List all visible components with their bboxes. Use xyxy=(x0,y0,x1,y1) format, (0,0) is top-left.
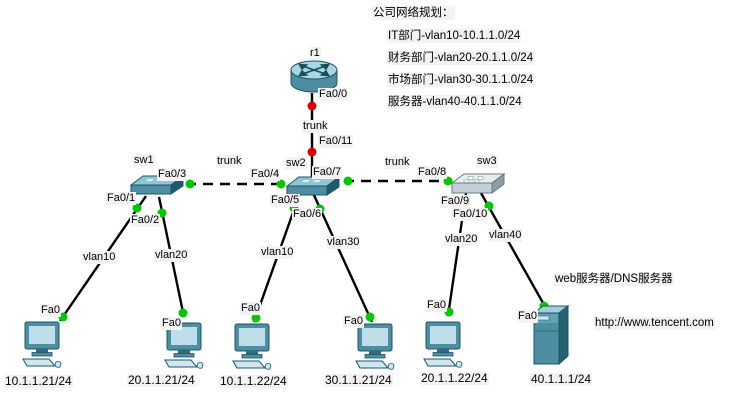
network-plan-note: 公司网络规划： IT部门-vlan10-10.1.1.0/24 财务部门-vla… xyxy=(372,6,535,117)
device-label-pc2: 20.1.1.21/24 xyxy=(127,373,196,387)
switch-icon xyxy=(285,176,341,196)
network-plan-title: 公司网络规划： xyxy=(372,6,455,20)
port-label-pc4-fa0: Fa0 xyxy=(343,315,364,328)
device-label-server: 40.1.1.1/24 xyxy=(530,372,593,386)
network-plan-line-market: 市场部门-vlan30-30.1.1.0/24 xyxy=(387,73,535,87)
pc-icon xyxy=(355,323,395,370)
device-pc5[interactable] xyxy=(421,321,467,374)
link-status-down-icon xyxy=(307,147,317,157)
device-r1[interactable] xyxy=(289,58,339,101)
link-label-vlan40-server: vlan40 xyxy=(488,229,523,242)
port-label-sw3-fa0-10: Fa0/10 xyxy=(452,208,489,221)
device-server[interactable] xyxy=(532,304,570,372)
link-label-vlan20-pc2: vlan20 xyxy=(154,249,189,262)
link-label-trunk-sw2-sw3: trunk xyxy=(384,156,411,169)
port-label-pc5-fa0: Fa0 xyxy=(426,299,447,312)
port-label-sw2-fa0-6: Fa0/6 xyxy=(292,208,323,221)
device-label-pc1: 10.1.1.21/24 xyxy=(4,374,73,388)
port-label-sw3-fa0-8: Fa0/8 xyxy=(417,166,448,179)
device-pc2[interactable] xyxy=(162,322,208,375)
port-label-sw3-fa0-9: Fa0/9 xyxy=(440,195,471,208)
port-label-pc2-fa0: Fa0 xyxy=(161,317,182,330)
port-label-pc3-fa0: Fa0 xyxy=(240,302,261,315)
link-label-vlan10-pc1: vlan10 xyxy=(82,251,117,264)
link-status-up-icon xyxy=(251,313,261,323)
server-caption: web服务器/DNS服务器 xyxy=(554,273,674,286)
port-label-sw2-fa0-11: Fa0/11 xyxy=(318,135,354,148)
link-label-vlan10-pc3: vlan10 xyxy=(260,246,295,259)
pc-icon xyxy=(423,321,463,368)
link-status-down-icon xyxy=(307,101,317,111)
device-label-sw2: sw2 xyxy=(285,157,307,170)
link-status-up-icon xyxy=(178,308,188,318)
port-label-sw2-fa0-7: Fa0/7 xyxy=(312,166,343,179)
link-status-up-icon xyxy=(185,179,195,189)
device-label-sw3: sw3 xyxy=(476,155,498,168)
port-label-server-fa0: Fa0 xyxy=(517,310,538,323)
server-url: http://www.tencent.com xyxy=(594,317,715,330)
link-status-up-icon xyxy=(276,179,286,189)
link-status-up-icon xyxy=(132,203,142,213)
device-label-pc5: 20.1.1.22/24 xyxy=(420,371,489,385)
link-label-trunk-r1-sw2: trunk xyxy=(302,120,329,133)
port-label-sw2-fa0-4: Fa0/4 xyxy=(250,168,281,181)
port-label-pc1-fa0: Fa0 xyxy=(40,304,61,317)
device-label-pc3: 10.1.1.22/24 xyxy=(219,374,288,388)
device-label-sw1: sw1 xyxy=(133,154,155,167)
device-sw3[interactable] xyxy=(450,170,506,201)
link-label-vlan20-pc5: vlan20 xyxy=(444,233,479,246)
link-sw3-server[interactable] xyxy=(479,192,549,311)
device-label-r1: r1 xyxy=(309,47,321,60)
device-pc4[interactable] xyxy=(353,323,399,376)
device-pc1[interactable] xyxy=(20,321,66,374)
port-label-sw1-fa0-2: Fa0/2 xyxy=(130,214,161,227)
port-label-r1-fa0-0: Fa0/0 xyxy=(318,88,349,101)
device-sw2[interactable] xyxy=(285,174,341,203)
network-plan-line-server: 服务器-vlan40-40.1.1.0/24 xyxy=(387,95,523,109)
network-plan-line-it: IT部门-vlan10-10.1.1.0/24 xyxy=(387,29,522,43)
device-pc3[interactable] xyxy=(230,323,276,376)
pc-icon xyxy=(232,323,272,370)
link-status-up-icon xyxy=(343,176,353,186)
device-label-pc4: 30.1.1.21/24 xyxy=(324,373,393,387)
port-label-sw2-fa0-5: Fa0/5 xyxy=(270,194,301,207)
link-status-up-icon xyxy=(365,312,375,322)
pc-icon xyxy=(22,321,62,368)
network-plan-line-finance: 财务部门-vlan20-20.1.1.0/24 xyxy=(387,51,535,65)
link-sw2-pc4[interactable] xyxy=(311,192,374,323)
link-label-trunk-sw1-sw2: trunk xyxy=(216,155,243,168)
switch-icon xyxy=(450,173,506,194)
port-label-sw1-fa0-3: Fa0/3 xyxy=(157,168,188,181)
port-label-sw1-fa0-1: Fa0/1 xyxy=(106,192,137,205)
router-icon xyxy=(290,60,338,93)
server-icon xyxy=(532,304,570,366)
pc-icon xyxy=(164,322,204,369)
link-label-vlan30-pc4: vlan30 xyxy=(326,236,361,249)
